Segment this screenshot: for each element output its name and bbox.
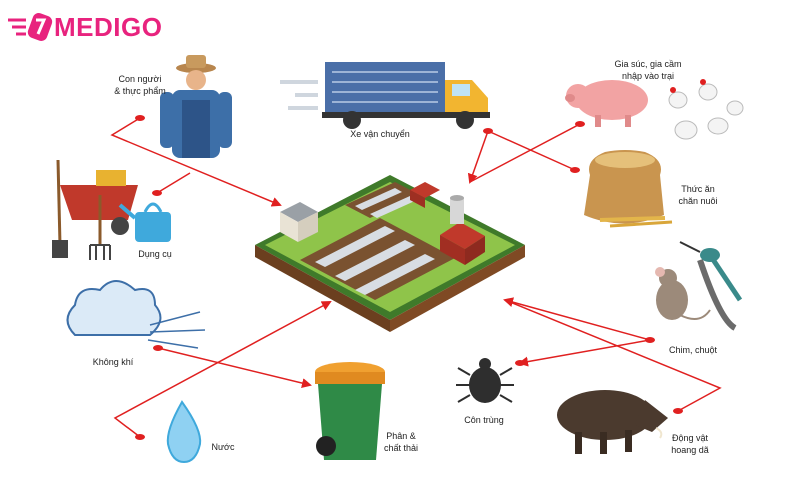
label-waste: Phân &chất thải [383,431,419,453]
connector-water [113,301,332,438]
connector-wild [504,299,722,412]
wild-boar-icon [557,390,668,454]
connector-insects [518,339,651,367]
label-water: Nước [211,442,235,452]
connector-dots [135,115,683,440]
pig-chicken-icon [565,79,744,140]
connector-truck [467,130,489,184]
dot-truck [483,128,493,134]
dot-people [135,115,145,121]
label-air: Không khí [92,357,134,367]
dot-air [153,345,163,351]
label-birds: Chim, chuột [668,345,718,355]
bird-rat-icon [655,241,743,331]
dot-wild [673,408,683,414]
truck-icon [280,62,490,129]
isometric-farm-icon [255,175,525,332]
wheelbarrow-tools-icon [52,159,138,260]
connector-livestock [469,123,581,183]
label-insects: Côn trùng [464,415,504,425]
dot-livestock [575,121,585,127]
connector-air [157,347,312,388]
wind-cloud-icon [66,280,206,349]
dot-feed [570,167,580,173]
dot-tools [152,190,162,196]
label-truck: Xe vận chuyển [350,129,410,139]
connector-feed [487,130,576,171]
tick-insect-icon [456,358,514,403]
label-tools: Dụng cụ [138,249,172,259]
connector-birds [503,297,651,341]
trash-bin-icon [315,362,385,460]
watering-can-icon [118,202,171,242]
water-drop-icon [166,400,202,464]
label-people: Con người& thực phẩm [114,74,166,96]
dot-insects [515,360,525,366]
connectors [110,117,722,438]
farmer-icon [160,55,232,158]
medigo-logo-icon [8,13,53,41]
brand-name: MEDIGO [54,12,163,42]
dot-birds [645,337,655,343]
connector-tools [156,172,191,194]
connector-people [110,117,282,207]
dot-water [135,434,145,440]
feed-sack-icon [584,150,673,228]
